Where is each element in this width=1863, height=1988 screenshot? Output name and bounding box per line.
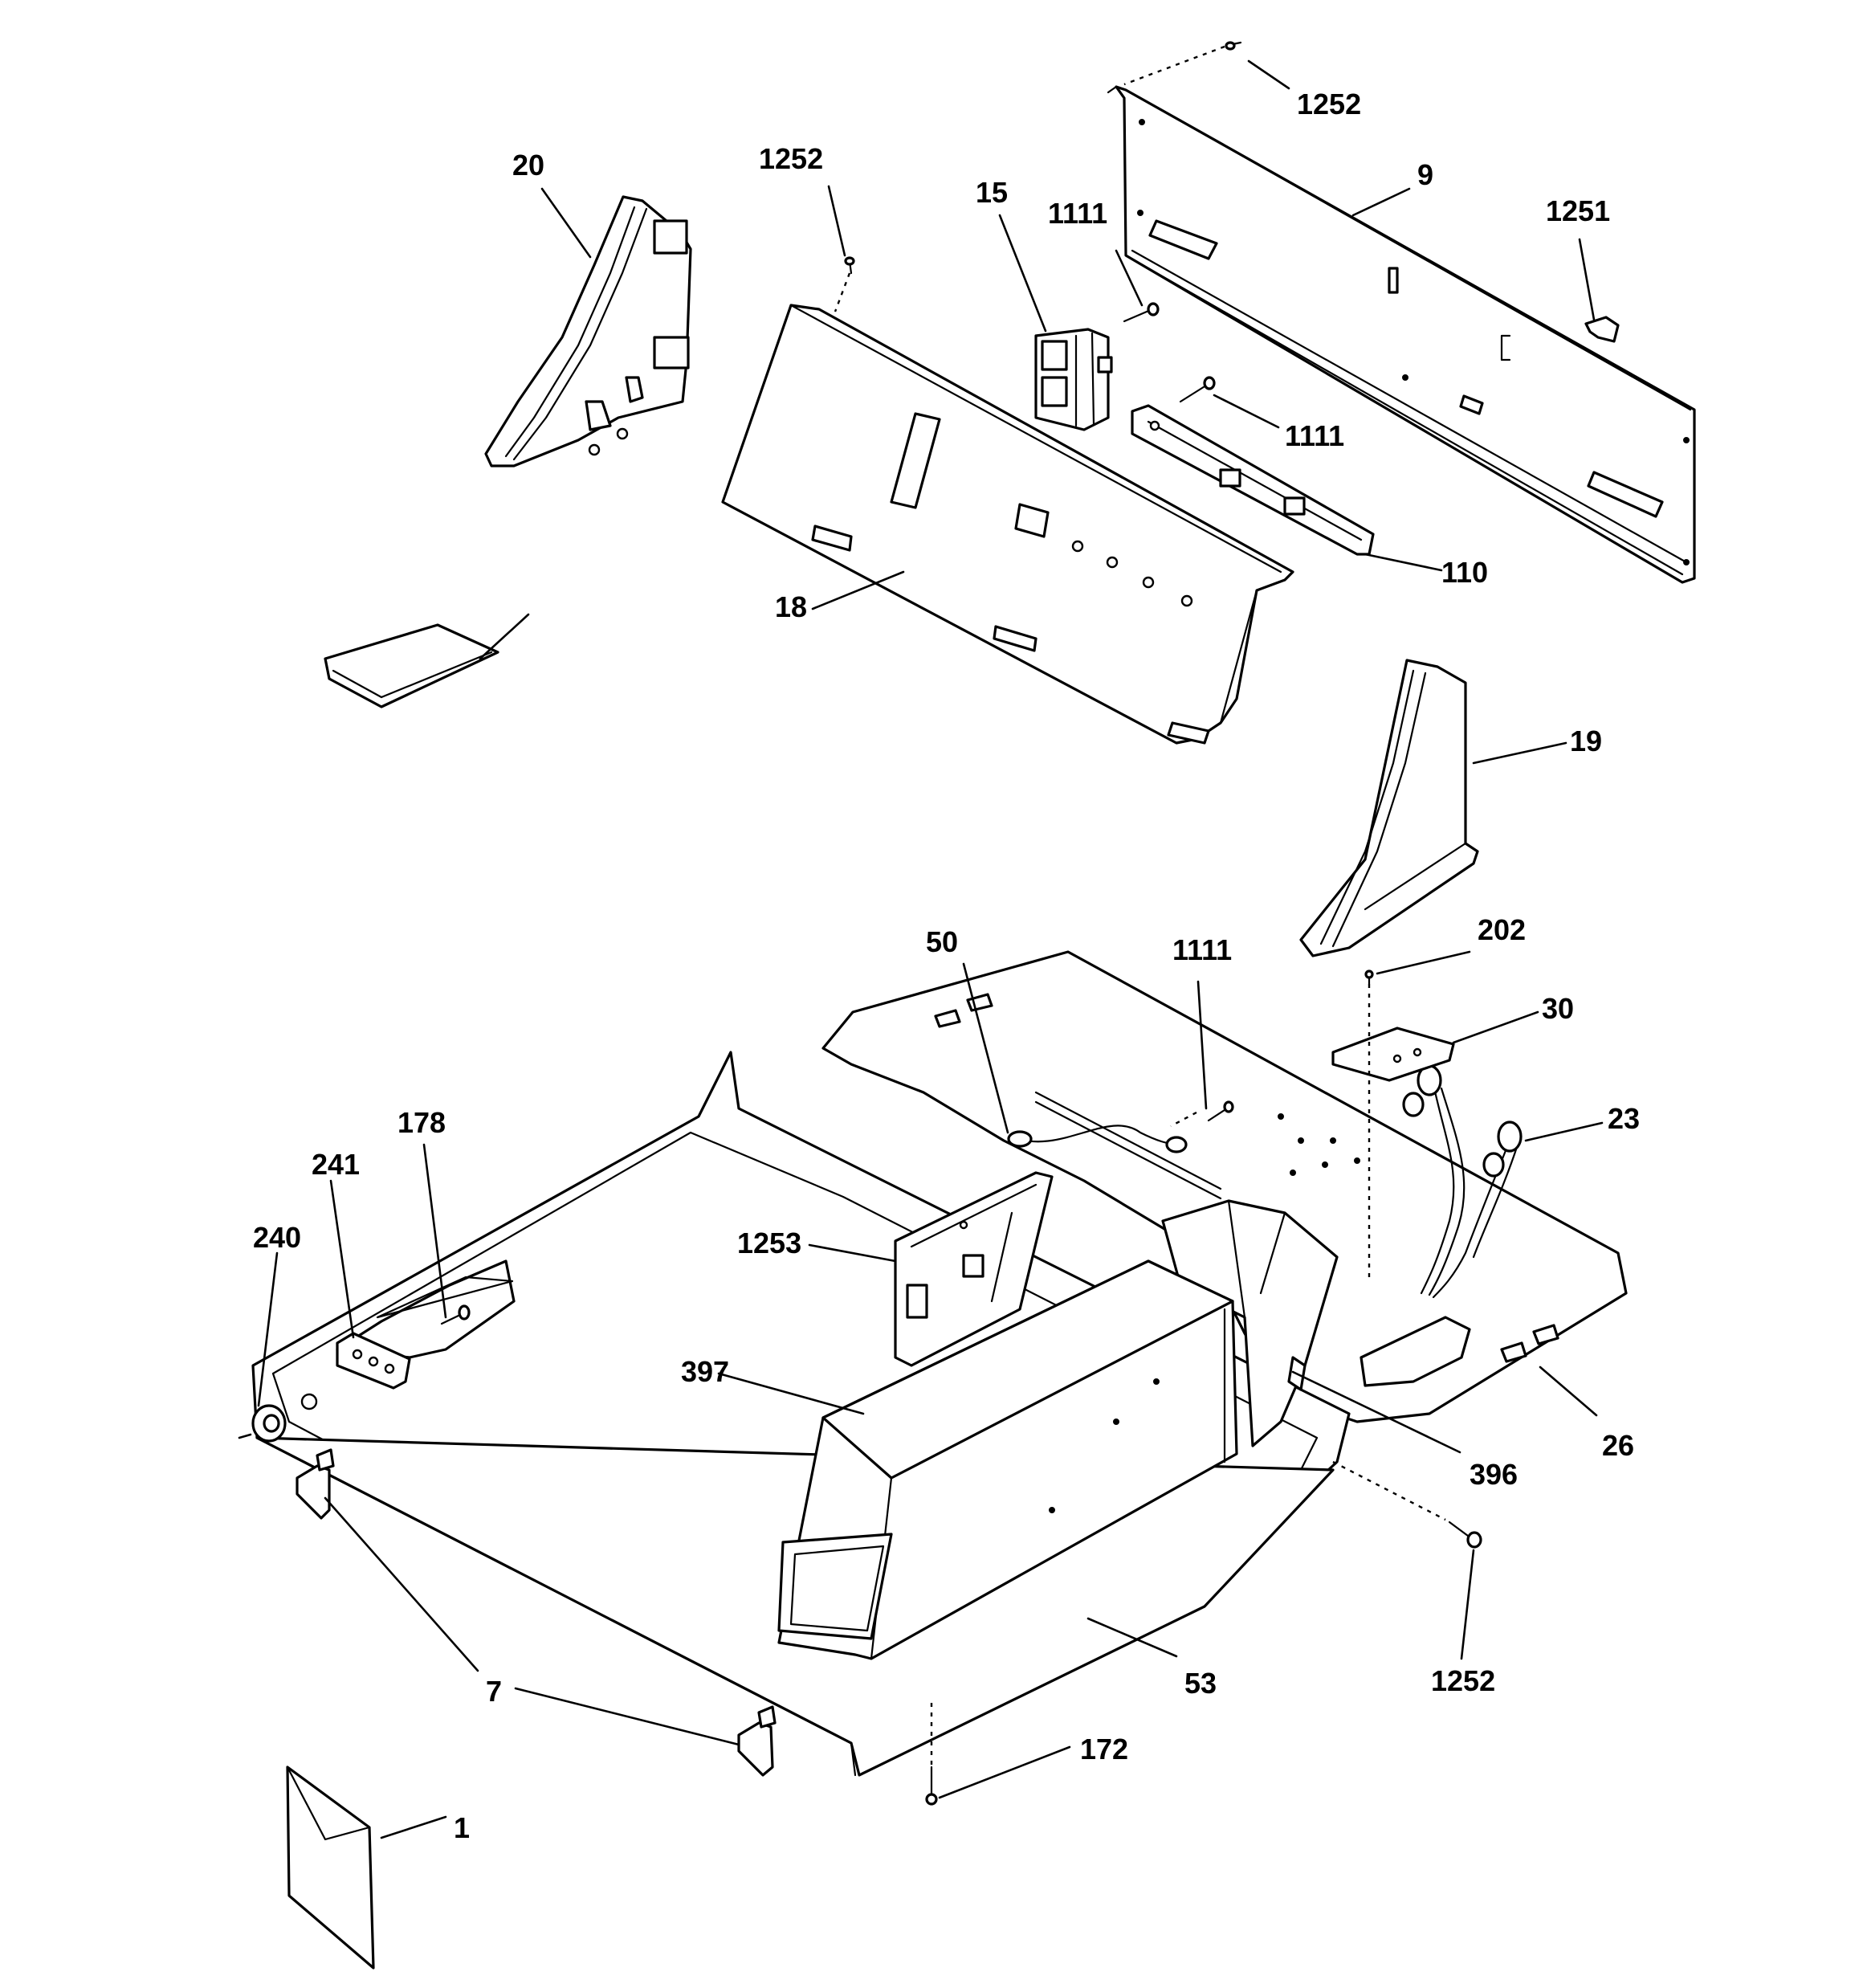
part-23-wire-harness — [1402, 1064, 1523, 1299]
part-18-control-panel — [721, 304, 1294, 745]
label-50: 50 — [926, 925, 958, 958]
part-manual-tray — [324, 613, 530, 708]
label-1111-upper: 1111 — [1048, 197, 1107, 230]
label-15: 15 — [976, 176, 1008, 209]
part-19-right-bracket — [1299, 659, 1479, 957]
part-26-base-plate — [821, 950, 1628, 1423]
label-241: 241 — [312, 1148, 360, 1181]
label-53: 53 — [1184, 1667, 1217, 1700]
part-30-cover-plate — [1331, 1027, 1455, 1082]
leader-lines — [257, 59, 1604, 1839]
part-240-knob — [238, 1404, 287, 1443]
part-15-switch — [1034, 328, 1113, 431]
label-110: 110 — [1441, 556, 1488, 589]
part-1-manual — [286, 1766, 375, 1970]
label-19: 19 — [1570, 725, 1602, 757]
label-1: 1 — [454, 1811, 470, 1844]
label-20: 20 — [512, 149, 544, 182]
part-9-rear-panel — [1107, 85, 1696, 584]
part-20-left-bracket — [484, 195, 692, 467]
label-23: 23 — [1608, 1102, 1640, 1135]
label-18: 18 — [775, 590, 807, 623]
label-397: 397 — [681, 1355, 729, 1388]
label-26: 26 — [1602, 1429, 1634, 1462]
label-30: 30 — [1542, 992, 1574, 1025]
label-1252-left: 1252 — [759, 142, 823, 175]
label-1251: 1251 — [1546, 194, 1610, 227]
label-396: 396 — [1470, 1458, 1518, 1491]
part-7-clip-left — [296, 1448, 335, 1520]
label-178: 178 — [397, 1106, 446, 1139]
part-1251-clip — [1584, 316, 1620, 343]
label-1252-top: 1252 — [1297, 88, 1361, 120]
label-9: 9 — [1417, 158, 1433, 191]
part-178-screw — [440, 1304, 471, 1325]
screws — [844, 41, 1482, 1806]
label-240: 240 — [253, 1221, 301, 1254]
part-241-bracket — [336, 1332, 411, 1390]
part-397-control-box — [777, 1259, 1238, 1660]
label-1253: 1253 — [737, 1227, 801, 1259]
label-172: 172 — [1080, 1733, 1128, 1766]
part-1253-bracket — [894, 1171, 1054, 1367]
label-1111-middle: 1111 — [1285, 419, 1344, 452]
alignment-lines — [834, 45, 1446, 1766]
label-1252-bottom: 1252 — [1431, 1664, 1495, 1697]
label-7: 7 — [486, 1675, 502, 1708]
part-7-clip-right — [737, 1705, 777, 1777]
label-202: 202 — [1478, 913, 1526, 946]
label-1111-lower: 1111 — [1172, 933, 1232, 966]
part-50-ground-wire — [1007, 1125, 1188, 1153]
callout-labels: 1252 9 1251 20 1252 15 1111 1111 110 18 … — [253, 88, 1640, 1844]
